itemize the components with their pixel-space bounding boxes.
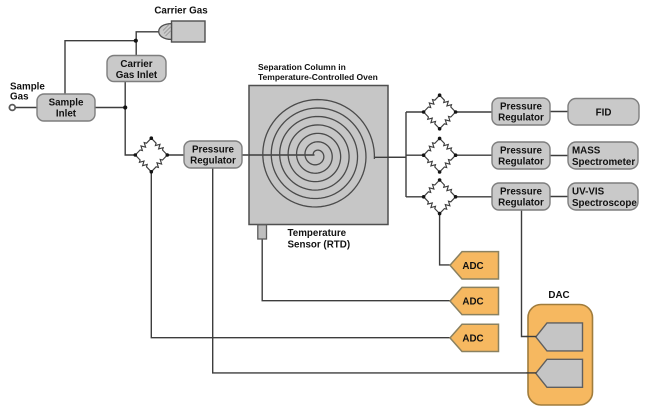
svg-text:Sample: Sample (49, 98, 84, 109)
svg-text:Spectrometer: Spectrometer (572, 157, 635, 168)
svg-text:Sample: Sample (10, 82, 45, 93)
svg-text:Carrier: Carrier (120, 59, 152, 70)
svg-text:Regulator: Regulator (498, 198, 544, 209)
svg-text:Regulator: Regulator (190, 156, 236, 167)
svg-text:Pressure: Pressure (192, 145, 234, 156)
svg-text:Pressure: Pressure (500, 102, 542, 113)
svg-text:Inlet: Inlet (56, 109, 77, 120)
svg-text:Temperature-Controlled Oven: Temperature-Controlled Oven (258, 72, 378, 82)
svg-text:ADC: ADC (462, 261, 483, 272)
svg-text:MASS: MASS (572, 146, 601, 157)
svg-text:FID: FID (596, 108, 612, 119)
svg-text:ADC: ADC (462, 333, 483, 344)
svg-text:Temperature: Temperature (288, 228, 347, 239)
svg-text:ADC: ADC (462, 297, 483, 308)
svg-text:Pressure: Pressure (500, 187, 542, 198)
svg-text:Regulator: Regulator (498, 113, 544, 124)
svg-text:Sensor (RTD): Sensor (RTD) (288, 240, 351, 251)
svg-text:Carrier Gas: Carrier Gas (154, 6, 208, 17)
svg-text:Pressure: Pressure (500, 146, 542, 157)
svg-text:DAC: DAC (548, 290, 569, 301)
svg-text:Regulator: Regulator (498, 157, 544, 168)
svg-text:Spectroscope: Spectroscope (572, 198, 637, 209)
svg-text:UV-VIS: UV-VIS (572, 187, 605, 198)
svg-text:Separation Column in: Separation Column in (258, 62, 346, 72)
svg-text:Gas: Gas (10, 92, 29, 103)
svg-text:Gas Inlet: Gas Inlet (116, 70, 158, 81)
